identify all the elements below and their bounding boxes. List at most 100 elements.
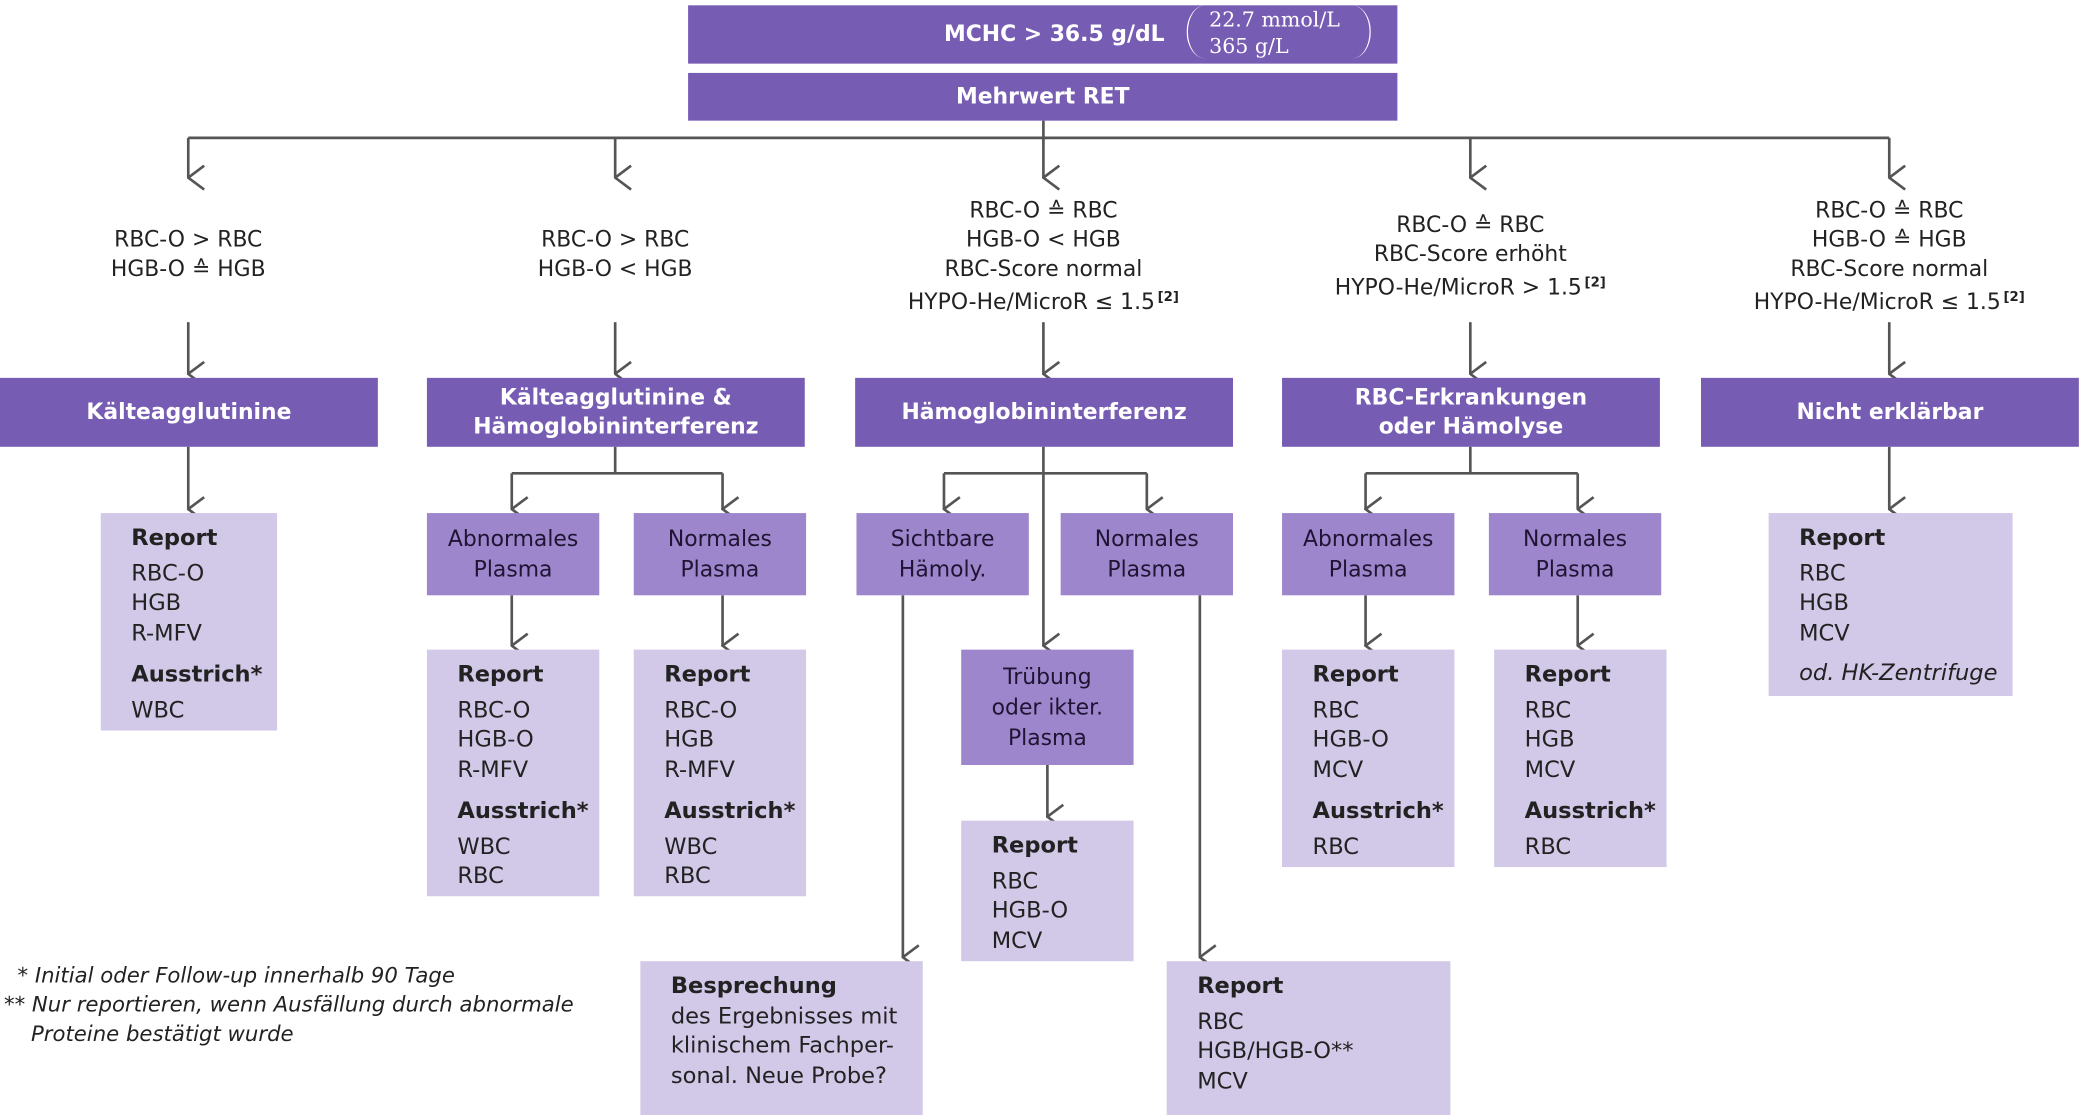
- report-item: HGB: [1799, 589, 1849, 617]
- report-item: RBC: [664, 863, 711, 890]
- rbc-erkrankungen-box: RBC-Erkrankungen oder Hämolyse: [1282, 377, 1660, 447]
- mchc-unit-gl: 365 g/L: [1209, 34, 1289, 59]
- condition-line: HGB-O ≙ HGB: [1811, 226, 1967, 252]
- sub-label: Normales Plasma: [1523, 526, 1628, 583]
- haemoglobininterferenz-box: Hämoglobininterferenz: [855, 377, 1233, 447]
- report-item: HGB: [1524, 726, 1575, 754]
- condition-line: HYPO-He/MicroR ≤ 1.5: [1753, 289, 2001, 315]
- report-box-2b: Report RBC-O HGB R-MFV Ausstrich* WBC RB…: [633, 649, 807, 897]
- report-item: RBC: [1197, 1008, 1244, 1035]
- report-item: WBC: [457, 833, 511, 860]
- branch-title: Kälteagglutinine & Hämoglobininterferenz: [473, 384, 759, 439]
- condition-1: RBC-O > RBC HGB-O ≙ HGB: [56, 225, 321, 283]
- report-box-3c: Report RBC HGB-O MCV: [961, 820, 1134, 962]
- branch-title: Hämoglobininterferenz: [901, 399, 1187, 425]
- b3-sichtbare-haemolyse: Sichtbare Hämoly.: [856, 513, 1029, 596]
- besprechung-box: Besprechung des Ergebnisses mit klinisch…: [640, 961, 923, 1115]
- report-item: R-MFV: [131, 619, 202, 647]
- report-box-4a: Report RBC HGB-O MCV Ausstrich* RBC: [1282, 649, 1455, 868]
- report-item: HGB/HGB-O**: [1197, 1038, 1354, 1065]
- smear-heading: Ausstrich*: [1524, 798, 1656, 825]
- condition-2: RBC-O > RBC HGB-O < HGB: [483, 225, 748, 283]
- mchc-unit-mmol: 22.7 mmol/L: [1209, 7, 1340, 32]
- report-item: WBC: [664, 833, 718, 860]
- condition-line: HYPO-He/MicroR > 1.5: [1334, 274, 1582, 300]
- report-box-5: Report RBC HGB MCV od. HK-Zentrifuge: [1768, 513, 2013, 697]
- sub-label: Normales Plasma: [1094, 526, 1199, 583]
- smear-heading: Ausstrich*: [457, 798, 589, 825]
- report-item: HGB-O: [991, 897, 1069, 925]
- kaelteagglutinine-haemoglobin-box: Kälteagglutinine & Hämoglobininterferenz: [426, 377, 805, 447]
- condition-line: HGB-O < HGB: [537, 255, 693, 282]
- report-item: R-MFV: [664, 756, 735, 783]
- reference-marker: [2]: [2003, 290, 2025, 305]
- report-item: RBC: [1524, 833, 1572, 860]
- b2-normales-plasma: Normales Plasma: [633, 513, 807, 596]
- sub-label: Normales Plasma: [667, 526, 772, 583]
- report-item: MCV: [991, 927, 1043, 954]
- report-item: R-MFV: [457, 756, 529, 783]
- mehrwert-ret-box: Mehrwert RET: [688, 72, 1398, 121]
- report-box-3r: Report RBC HGB/HGB-O** MCV: [1166, 961, 1451, 1115]
- condition-line: RBC-O > RBC: [541, 226, 690, 252]
- report-heading: Report: [1524, 661, 1611, 689]
- condition-line: RBC-O ≙ RBC: [1815, 197, 1964, 223]
- reference-marker: [2]: [1157, 290, 1179, 305]
- condition-line: RBC-Score normal: [1790, 255, 1989, 282]
- condition-4: RBC-O ≙ RBC RBC-Score erhöht HYPO-He/Mic…: [1305, 211, 1636, 302]
- condition-line: HYPO-He/MicroR ≤ 1.5: [907, 289, 1155, 315]
- b4-normales-plasma: Normales Plasma: [1488, 513, 1662, 596]
- condition-line: RBC-O ≙ RBC: [969, 197, 1118, 223]
- b3-normales-plasma: Normales Plasma: [1060, 513, 1233, 596]
- report-item: RBC: [1312, 696, 1360, 724]
- report-item: RBC: [457, 863, 504, 890]
- condition-line: HGB-O < HGB: [966, 226, 1121, 252]
- report-item: RBC: [1799, 560, 1846, 587]
- report-item: HGB: [664, 726, 715, 754]
- report-note: od. HK-Zentrifuge: [1799, 660, 1998, 687]
- report-item: HGB: [131, 589, 182, 617]
- report-heading: Report: [1799, 525, 1886, 552]
- report-item: MCV: [1799, 619, 1850, 647]
- sub-label: Abnormales Plasma: [1303, 526, 1434, 583]
- kaelteagglutinine-box: Kälteagglutinine: [0, 377, 378, 447]
- branch-title: Kälteagglutinine: [86, 399, 292, 425]
- report-box-4b: Report RBC HGB MCV Ausstrich* RBC: [1494, 649, 1667, 868]
- branch-title: RBC-Erkrankungen oder Hämolyse: [1354, 384, 1588, 439]
- b4-abnormales-plasma: Abnormales Plasma: [1282, 513, 1455, 596]
- smear-heading: Ausstrich*: [664, 798, 796, 825]
- report-item: RBC-O: [664, 696, 738, 724]
- report-item: MCV: [1524, 756, 1576, 783]
- report-item: HGB-O: [1312, 726, 1389, 754]
- discussion-text: des Ergebnisses mit klinischem Fachper- …: [670, 1002, 898, 1090]
- condition-line: RBC-Score erhöht: [1373, 241, 1567, 267]
- mchc-threshold: MCHC > 36.5 g/dL: [943, 21, 1165, 47]
- report-heading: Report: [1197, 973, 1284, 1000]
- report-heading: Report: [131, 525, 218, 552]
- sub-label: Sichtbare Hämoly.: [890, 526, 995, 583]
- report-heading: Report: [457, 661, 544, 689]
- report-box-1: Report RBC-O HGB R-MFV Ausstrich* WBC: [100, 513, 278, 731]
- report-item: RBC-O: [457, 696, 531, 724]
- smear-heading: Ausstrich*: [131, 661, 263, 689]
- condition-line: RBC-O ≙ RBC: [1396, 212, 1545, 238]
- condition-line: RBC-Score normal: [944, 255, 1143, 282]
- report-heading: Besprechung: [670, 973, 837, 1000]
- condition-5: RBC-O ≙ RBC HGB-O ≙ HGB RBC-Score normal…: [1724, 196, 2055, 317]
- mehrwert-ret-label: Mehrwert RET: [955, 83, 1130, 109]
- branch-title: Nicht erklärbar: [1796, 399, 1984, 425]
- reference-marker: [2]: [1584, 275, 1606, 291]
- unit-parentheses: [1186, 5, 1371, 59]
- report-heading: Report: [991, 832, 1078, 860]
- report-item: RBC-O: [131, 560, 205, 587]
- b2-abnormales-plasma: Abnormales Plasma: [426, 513, 600, 596]
- footnote-1: * Initial oder Follow-up innerhalb 90 Ta…: [3, 962, 455, 988]
- smear-heading: Ausstrich*: [1312, 798, 1444, 825]
- report-item: HGB-O: [457, 726, 534, 754]
- report-item: WBC: [131, 696, 185, 724]
- nicht-erklaerbar-box: Nicht erklärbar: [1701, 377, 2079, 447]
- condition-3: RBC-O ≙ RBC HGB-O < HGB RBC-Score normal…: [878, 196, 1209, 317]
- report-item: RBC: [1524, 696, 1572, 724]
